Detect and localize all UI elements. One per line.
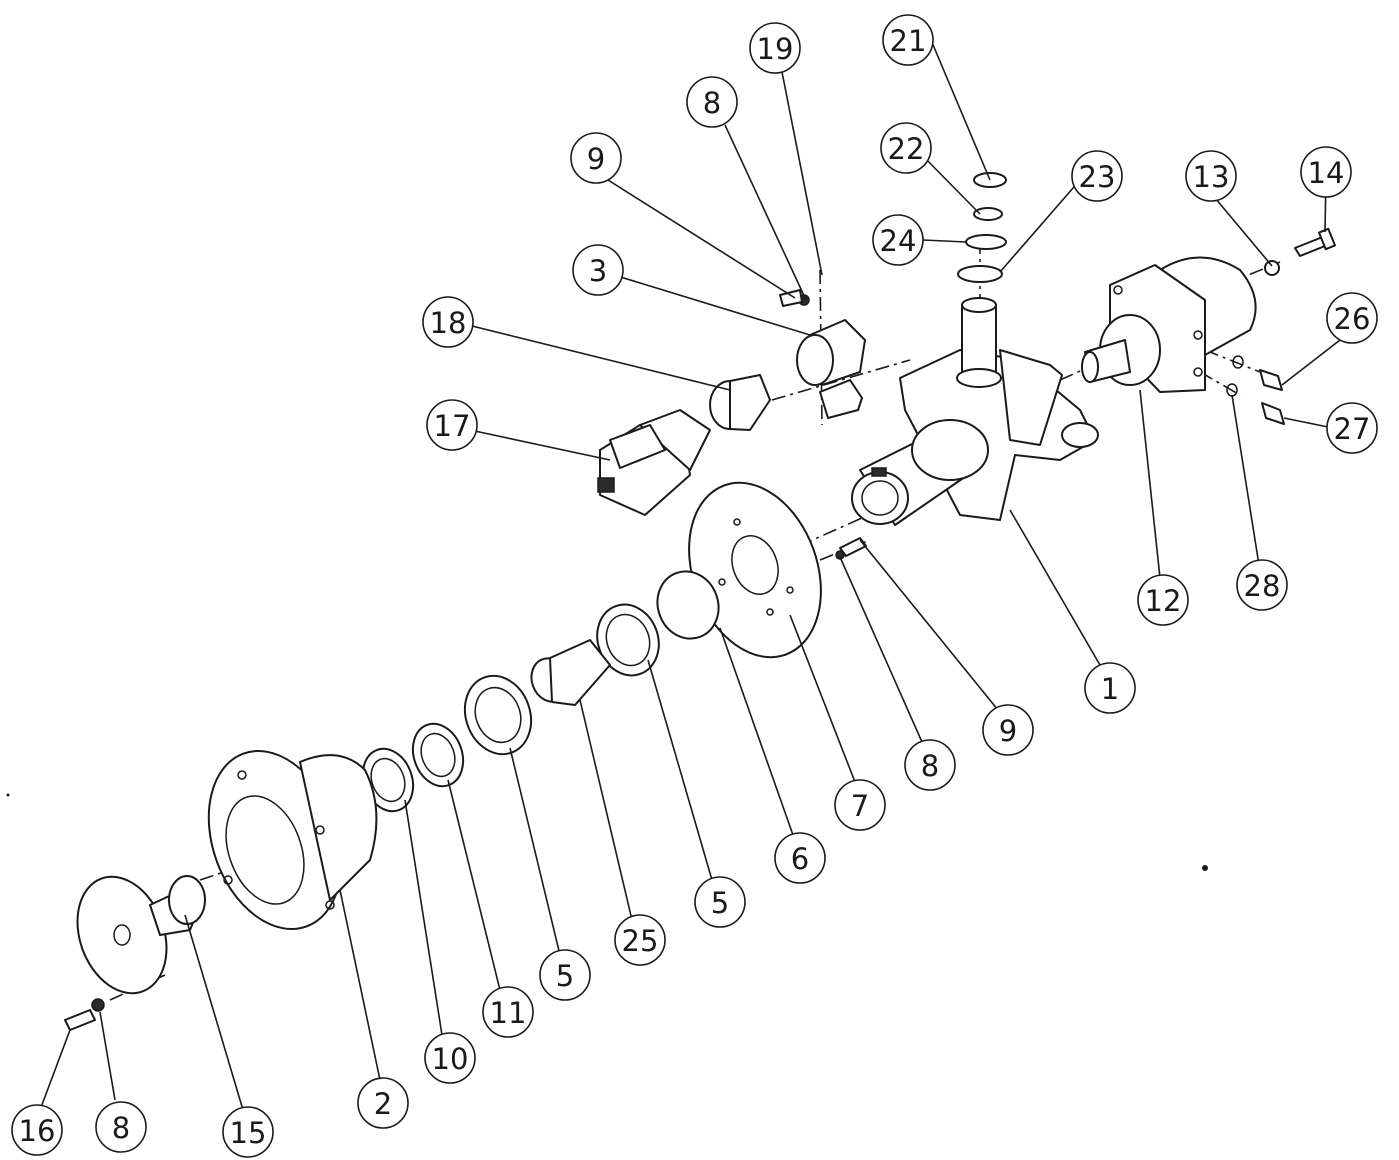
callout-27-label: 27 (1334, 412, 1371, 446)
callout-19-label: 19 (757, 32, 794, 66)
callout-21: 21 (882, 14, 934, 66)
callout-8-mid-label: 8 (921, 749, 939, 783)
callout-5-right: 5 (694, 876, 746, 928)
callout-6-label: 6 (791, 842, 809, 876)
callout-8-mid: 8 (904, 739, 956, 791)
king-pin-parts (957, 172, 1007, 283)
callout-15-label: 15 (230, 1116, 267, 1150)
callout-22-label: 22 (888, 132, 925, 166)
bolt-16 (64, 998, 105, 1031)
callout-7: 7 (834, 779, 886, 831)
callout-16: 16 (11, 1104, 63, 1156)
hydraulic-motor (1081, 256, 1257, 393)
callout-10: 10 (424, 1032, 476, 1084)
callout-12-label: 12 (1145, 584, 1182, 618)
leader-lines (39, 39, 1341, 1111)
callout-26-label: 26 (1334, 302, 1371, 336)
callout-9-top: 9 (570, 132, 622, 184)
callout-11: 11 (482, 986, 534, 1038)
scan-speck (1202, 865, 1208, 871)
callout-23-label: 23 (1079, 160, 1116, 194)
callout-19: 19 (749, 22, 801, 74)
callout-28-label: 28 (1244, 569, 1281, 603)
fittings (1226, 355, 1285, 425)
callout-5-right-label: 5 (711, 886, 729, 920)
callout-23: 23 (1071, 150, 1123, 202)
bushing-18 (709, 374, 771, 431)
hub-2 (207, 749, 378, 931)
callout-2-label: 2 (374, 1087, 392, 1121)
bolt-9-disc (835, 537, 867, 560)
callout-6: 6 (774, 832, 826, 884)
bearing-5b (463, 674, 533, 756)
callout-13: 13 (1185, 150, 1237, 202)
callout-11-label: 11 (490, 996, 527, 1030)
callout-16-label: 16 (19, 1114, 56, 1148)
callout-3: 3 (572, 244, 624, 296)
callout-7-label: 7 (851, 789, 869, 823)
callout-9-top-label: 9 (587, 142, 605, 176)
callout-24: 24 (872, 214, 924, 266)
brake-disc-7 (688, 481, 822, 659)
callout-28: 28 (1236, 559, 1288, 611)
callout-25-label: 25 (622, 924, 659, 958)
spacer-25 (530, 639, 611, 706)
callout-14: 14 (1300, 146, 1352, 198)
callout-26: 26 (1326, 292, 1378, 344)
callout-2: 2 (357, 1077, 409, 1129)
callout-13-label: 13 (1193, 160, 1230, 194)
nut-13 (1264, 260, 1280, 276)
callout-22: 22 (880, 122, 932, 174)
callout-15: 15 (222, 1106, 274, 1158)
callout-12: 12 (1137, 574, 1189, 626)
callout-5-left: 5 (539, 949, 591, 1001)
cover-15 (76, 875, 206, 995)
sensor-17 (597, 409, 711, 516)
callout-1-label: 1 (1101, 672, 1119, 706)
bearing-5a (596, 603, 660, 677)
callout-3-label: 3 (589, 254, 607, 288)
lock-washer-11 (411, 722, 465, 788)
callout-18: 18 (422, 296, 474, 348)
callout-14-label: 14 (1308, 156, 1345, 190)
callout-17: 17 (426, 399, 478, 451)
callout-5-left-label: 5 (556, 959, 574, 993)
callout-1: 1 (1084, 662, 1136, 714)
callout-21-label: 21 (890, 24, 927, 58)
bolt-14 (1294, 227, 1337, 257)
callout-27: 27 (1326, 402, 1378, 454)
callout-8-top-label: 8 (703, 86, 721, 120)
clamp-3 (779, 289, 866, 419)
callout-17-label: 17 (434, 409, 471, 443)
scan-speck (6, 793, 10, 797)
steering-knuckle (851, 297, 1099, 526)
callout-8-bottom: 8 (95, 1101, 147, 1153)
callout-10-label: 10 (432, 1042, 469, 1076)
callout-25: 25 (614, 914, 666, 966)
callout-24-label: 24 (880, 224, 917, 258)
callout-9-mid-label: 9 (999, 714, 1017, 748)
ring-6 (656, 570, 720, 640)
callout-9-mid: 9 (982, 704, 1034, 756)
callout-8-top: 8 (686, 76, 738, 128)
callout-8-bottom-label: 8 (112, 1111, 130, 1145)
callout-18-label: 18 (430, 306, 467, 340)
